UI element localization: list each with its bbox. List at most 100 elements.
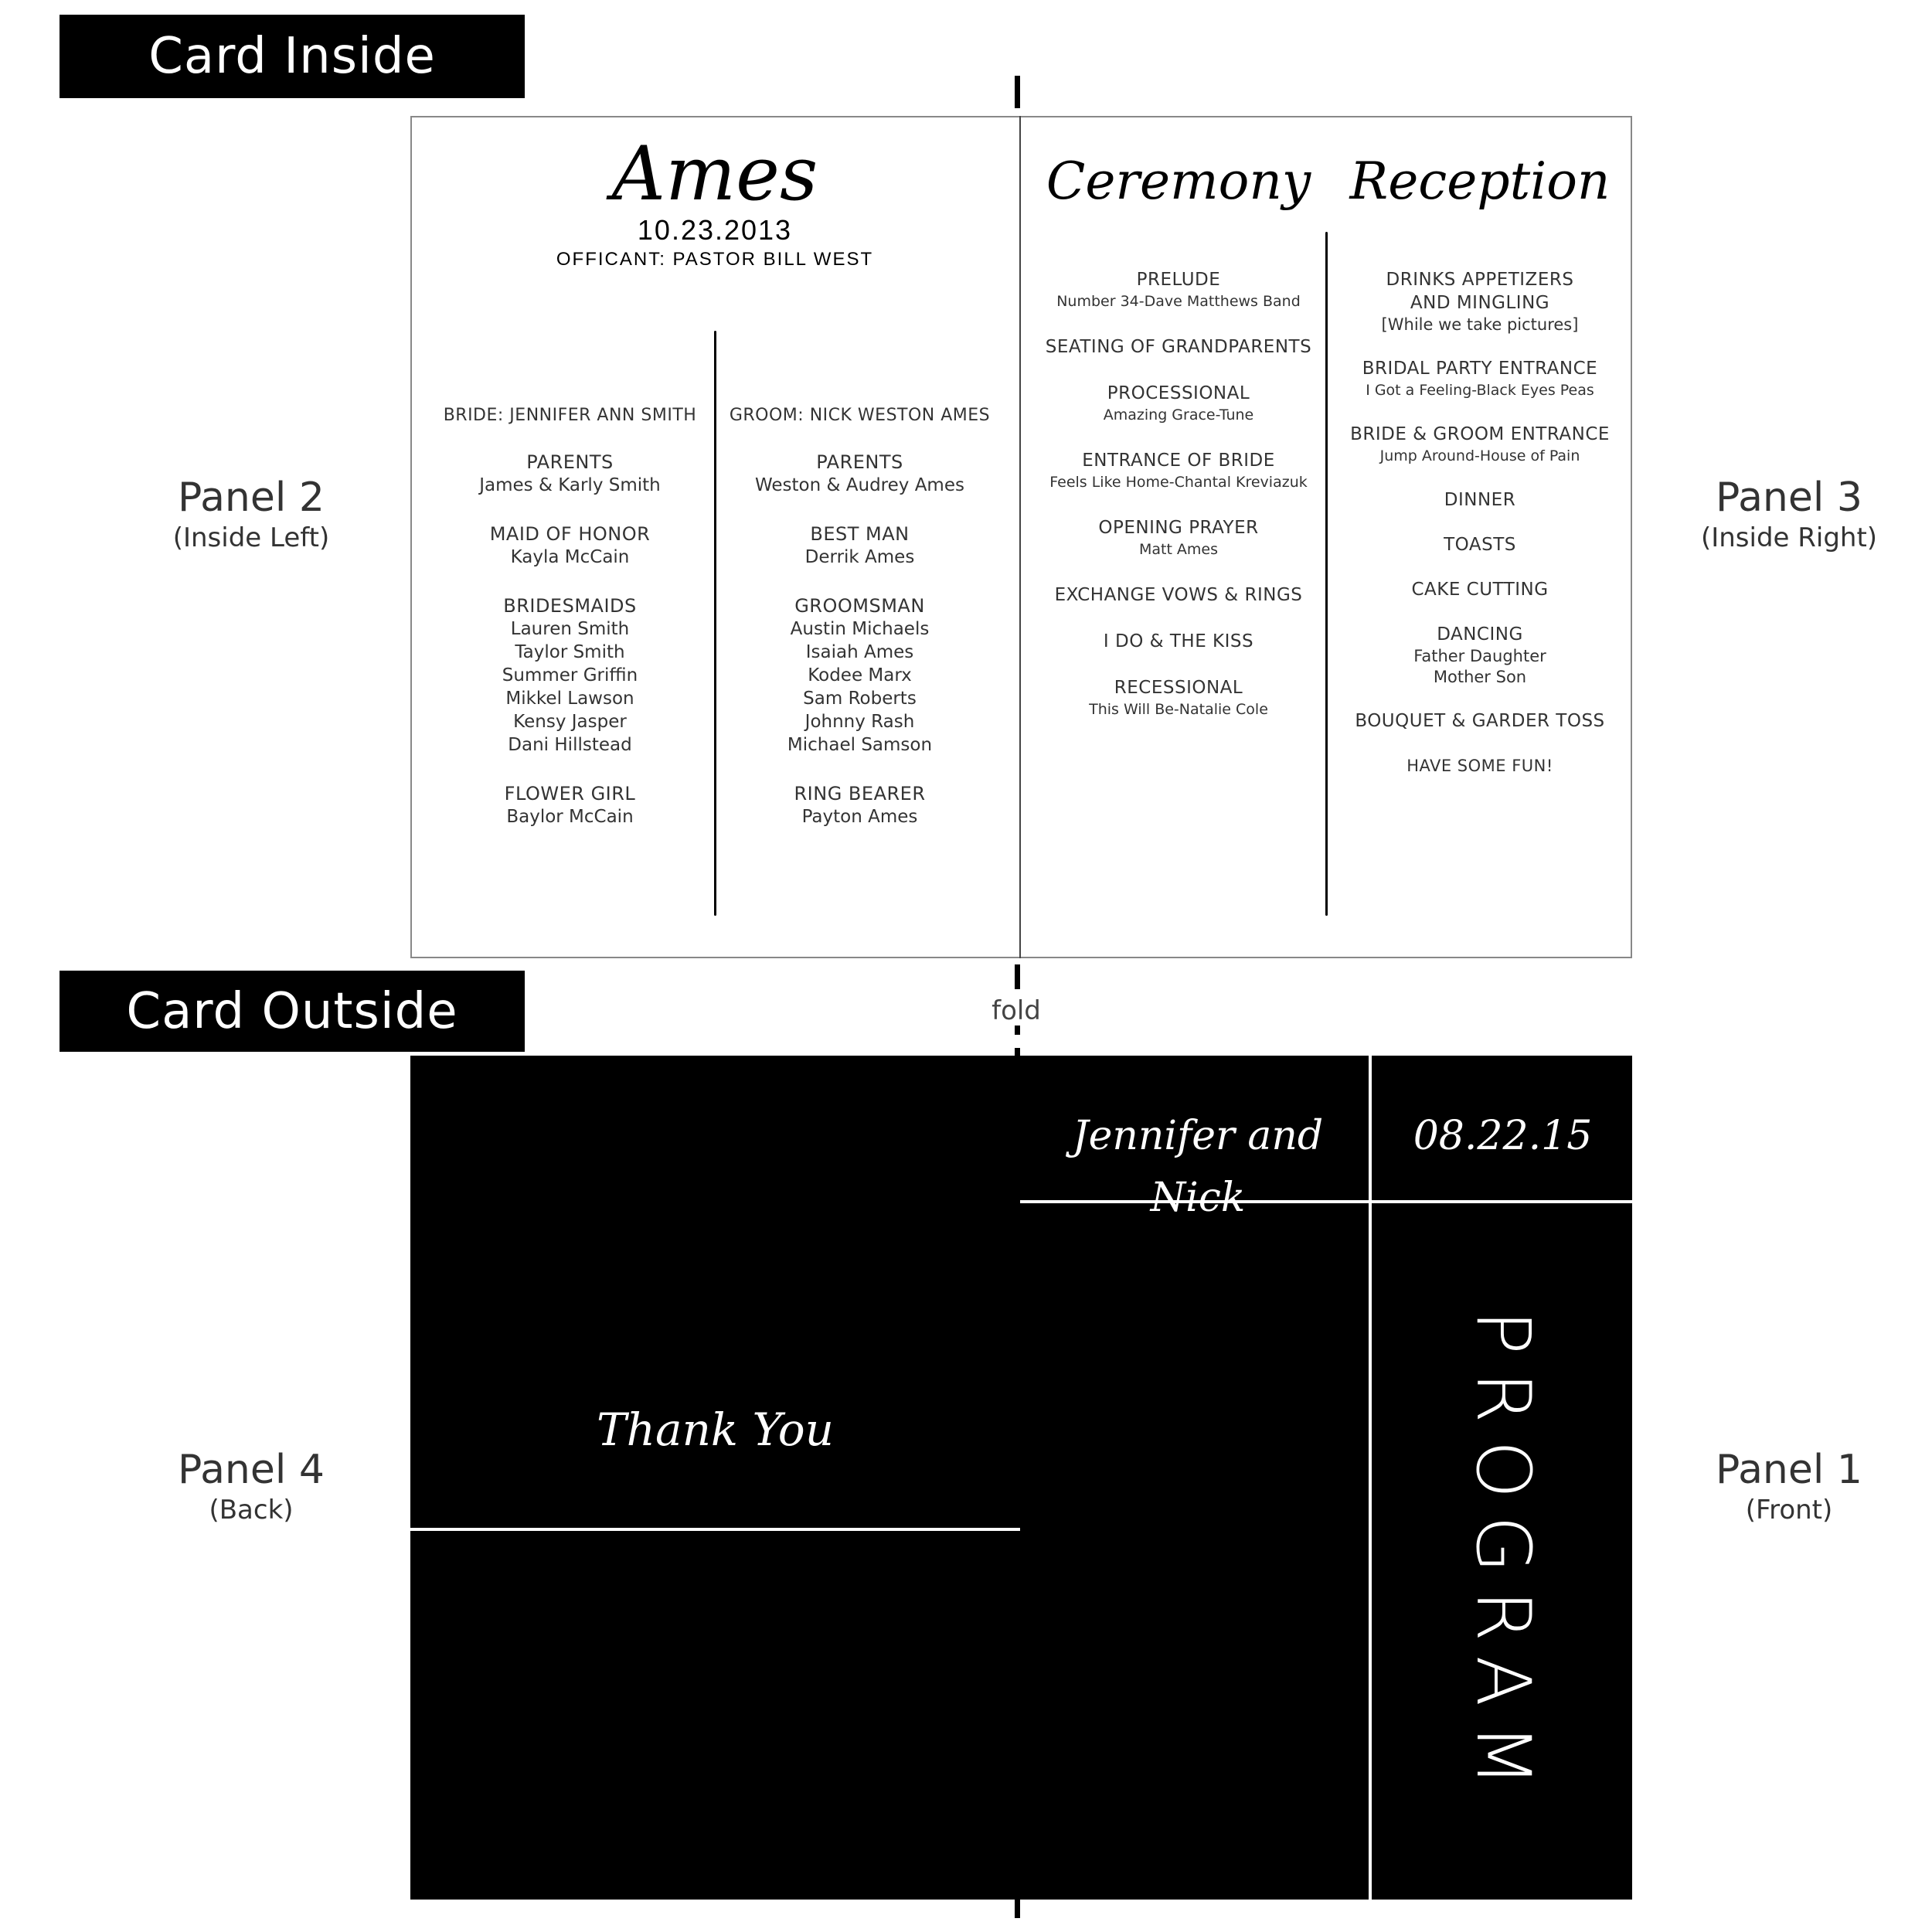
ceremony-item: EXCHANGE VOWS & RINGS [1032,583,1325,607]
card-inside-label: Card Inside [60,15,525,98]
item-detail: Matt Ames [1138,541,1219,558]
reception-item: DINNER [1333,488,1627,512]
item-heading: RECESSIONAL [1114,678,1243,698]
bride-title: BRIDE: JENNIFER ANN SMITH [443,406,697,425]
name: Kayla McCain [510,547,630,567]
reception-title: Reception [1349,151,1611,211]
panel2-label: Panel 2 (Inside Left) [139,474,363,555]
panel-subtitle: (Inside Left) [172,522,330,553]
bride-group: PARENTS James & Karly Smith [433,451,707,497]
item-heading: I DO & THE KISS [1103,631,1254,651]
panel-subtitle: (Back) [209,1495,294,1526]
groom-column: GROOM: NICK WESTON AMES PARENTS Weston &… [723,404,997,854]
card-inside-label-text: Card Inside [148,28,436,85]
card-outside-label-text: Card Outside [126,982,458,1040]
group-heading: BRIDESMAIDS [503,595,637,617]
panel-number: Panel 2 [178,474,325,521]
fold-label: fold [992,995,1041,1026]
item-detail: Mother Son [1433,668,1527,686]
inside-card [410,116,1632,958]
item-detail: Father Daughter [1413,647,1546,665]
item-heading: DRINKS APPETIZERS [1386,270,1574,290]
item-heading: ENTRANCE OF BRIDE [1082,451,1275,471]
panel-subtitle: (Front) [1745,1495,1833,1526]
card-outside-label: Card Outside [60,971,525,1052]
groom-group: GROOMSMAN Austin Michaels Isaiah Ames Ko… [723,594,997,757]
front-date: 08.22.15 [1413,1113,1593,1159]
item-heading: OPENING PRAYER [1098,518,1259,538]
name: Baylor McCain [506,807,634,827]
groom-group: RING BEARER Payton Ames [723,782,997,828]
item-detail: I Got a Feeling-Black Eyes Peas [1366,382,1594,399]
ceremony-list: PRELUDE Number 34-Dave Matthews Band SEA… [1032,268,1325,743]
item-heading: BOUQUET & GARDER TOSS [1355,711,1605,731]
reception-item: BRIDAL PARTY ENTRANCE I Got a Feeling-Bl… [1333,357,1627,401]
name: Michael Samson [787,735,933,755]
name: Kodee Marx [808,665,912,685]
ceremony-item: PROCESSIONAL Amazing Grace-Tune [1032,382,1325,426]
bride-group: FLOWER GIRL Baylor McCain [433,782,707,828]
outside-card [410,1056,1632,1900]
fold-dash [1015,1048,1020,1056]
panel-number: Panel 4 [178,1447,325,1493]
reception-item: DRINKS APPETIZERS AND MINGLING [While we… [1333,268,1627,335]
item-detail: [While we take pictures] [1381,315,1579,334]
item-heading: HAVE SOME FUN! [1406,757,1553,775]
bride-column: BRIDE: JENNIFER ANN SMITH PARENTS James … [433,404,707,854]
group-heading: GROOMSMAN [794,595,925,617]
groom-group: BEST MAN Derrik Ames [723,522,997,569]
name: Taylor Smith [515,642,625,662]
item-heading: SEATING OF GRANDPARENTS [1045,337,1312,357]
reception-list: DRINKS APPETIZERS AND MINGLING [While we… [1333,268,1627,799]
name: Austin Michaels [790,619,930,639]
panel-number: Panel 1 [1716,1447,1862,1493]
name: Isaiah Ames [805,642,914,662]
item-detail: Number 34-Dave Matthews Band [1056,293,1301,310]
item-heading: PROCESSIONAL [1107,383,1250,403]
group-heading: PARENTS [526,451,614,473]
front-horizontal-line [1020,1200,1632,1203]
reception-item: TOASTS [1333,533,1627,556]
inside-right-divider [1325,232,1328,916]
panel1-label: Panel 1 (Front) [1677,1447,1901,1527]
ceremony-title: Ceremony [1046,151,1311,211]
panel-subtitle: (Inside Right) [1700,522,1878,553]
fold-dash-top [1015,76,1020,108]
item-detail: Jump Around-House of Pain [1379,447,1580,464]
item-heading: CAKE CUTTING [1411,580,1549,600]
panel3-label: Panel 3 (Inside Right) [1673,474,1905,555]
item-heading: DANCING [1437,624,1523,645]
item-heading: DINNER [1444,490,1516,510]
fold-dash-bottom [1015,1898,1020,1918]
item-heading: EXCHANGE VOWS & RINGS [1054,585,1303,605]
couple-names: Jennifer and Nick [1072,1113,1324,1221]
name: Summer Griffin [502,665,638,685]
groom-group: PARENTS Weston & Audrey Ames [723,451,997,497]
back-divider-line [410,1528,1020,1531]
name: Kensy Jasper [513,712,627,732]
reception-item: HAVE SOME FUN! [1333,754,1627,777]
name: Mikkel Lawson [505,689,634,709]
fold-dash [1015,964,1020,989]
bride-group: MAID OF HONOR Kayla McCain [433,522,707,569]
ceremony-item: RECESSIONAL This Will Be-Natalie Cole [1032,676,1325,720]
group-heading: RING BEARER [794,783,926,804]
ceremony-item: OPENING PRAYER Matt Ames [1032,516,1325,560]
item-heading: BRIDAL PARTY ENTRANCE [1362,359,1598,379]
bride-group: BRIDESMAIDS Lauren Smith Taylor Smith Su… [433,594,707,757]
group-heading: PARENTS [816,451,903,473]
item-heading: PRELUDE [1136,270,1221,290]
name: James & Karly Smith [479,475,661,495]
item-heading-line2: AND MINGLING [1410,293,1550,313]
wedding-date: 10.23.2013 [637,214,793,246]
inside-left-divider [714,331,716,916]
name: Dani Hillstead [508,735,632,755]
group-heading: FLOWER GIRL [504,783,636,804]
program-title: PROGRAM [1460,1310,1546,1804]
group-heading: MAID OF HONOR [489,523,651,545]
fold-dash [1015,1026,1020,1035]
ceremony-item: PRELUDE Number 34-Dave Matthews Band [1032,268,1325,312]
ceremony-item: SEATING OF GRANDPARENTS [1032,335,1325,359]
inside-left-header: Ames 10.23.2013 OFFICANT: PASTOR BILL WE… [410,131,1019,275]
family-name: Ames [611,131,818,217]
